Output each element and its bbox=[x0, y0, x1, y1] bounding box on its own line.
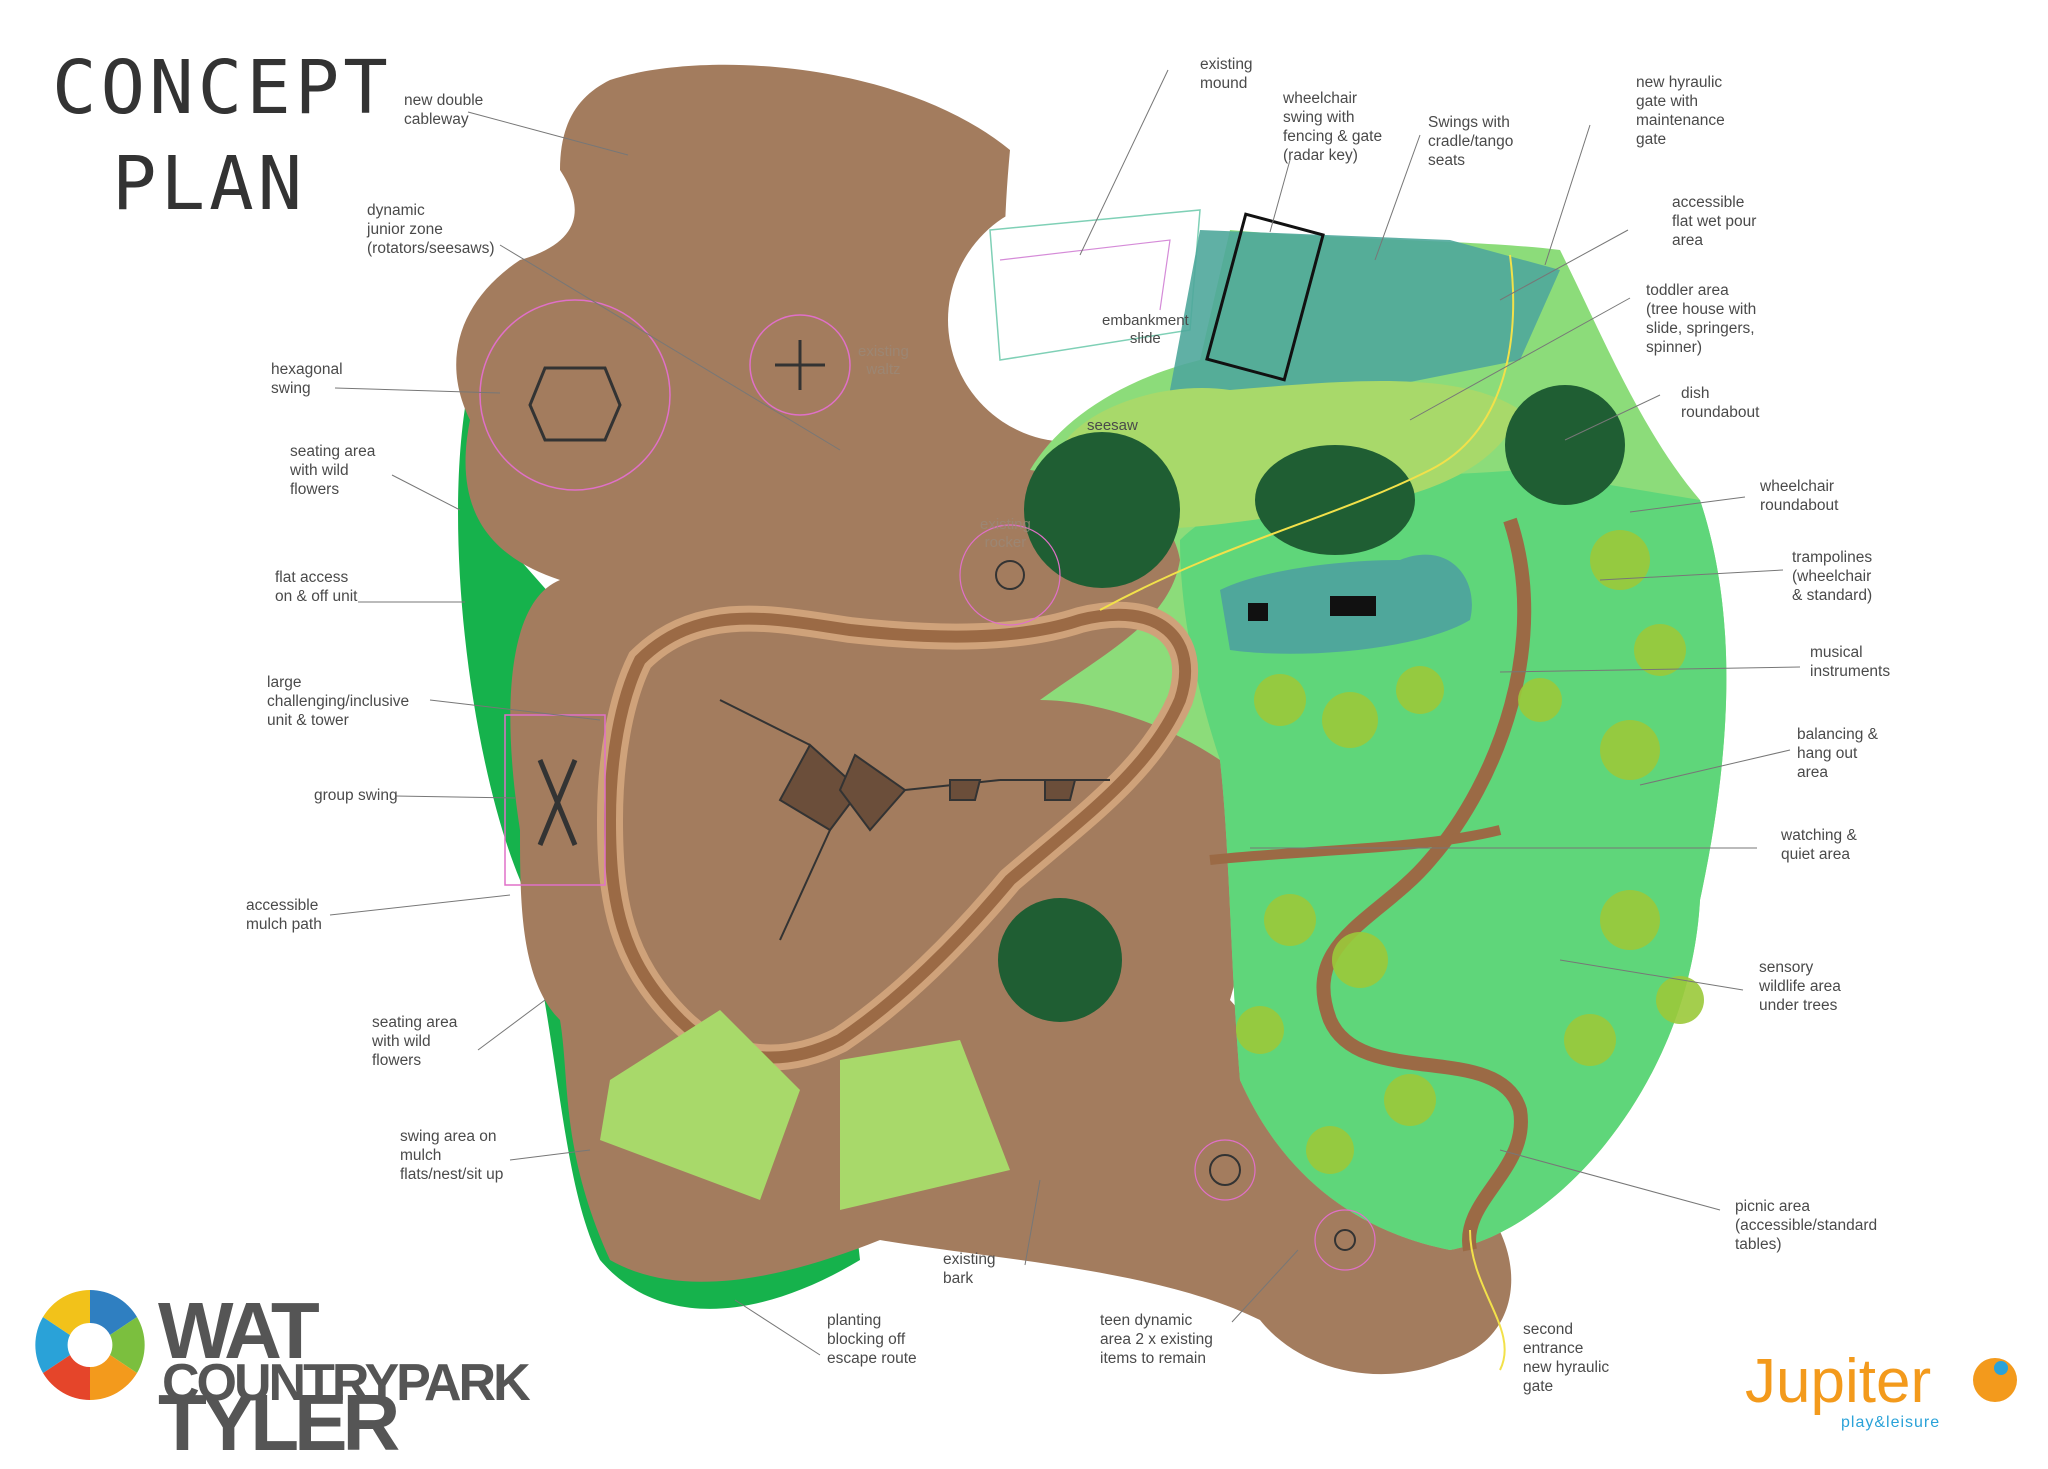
label-teen-dynamic: teen dynamic area 2 x existing items to … bbox=[1100, 1312, 1213, 1367]
label-junior-zone: dynamic junior zone (rotators/seesaws) bbox=[367, 202, 495, 257]
label-flat-access: flat access on & off unit bbox=[275, 569, 358, 605]
label-existing-waltz: existing waltz bbox=[858, 343, 909, 378]
title-line-2: PLAN bbox=[112, 141, 307, 227]
title-line-1: CONCEPT bbox=[52, 45, 392, 131]
leader-lines bbox=[329, 69, 1801, 1356]
label-hyraulic-gate: new hyraulic gate with maintenance gate bbox=[1636, 74, 1725, 148]
label-wheelchair-swing: wheelchair swing with fencing & gate (ra… bbox=[1283, 90, 1383, 164]
wat-tyler-logo: WAT TYLER COUNTRYPARK bbox=[30, 1285, 531, 1467]
label-swings-cradle: Swings with cradle/tango seats bbox=[1428, 114, 1514, 169]
label-watching-quiet: watching & quiet area bbox=[1781, 827, 1857, 863]
label-existing-rocker: existing rocker bbox=[980, 516, 1031, 551]
large-unit bbox=[719, 699, 1110, 941]
label-toddler-area: toddler area (tree house with slide, spr… bbox=[1646, 282, 1757, 356]
label-picnic-area: picnic area (accessible/standard tables) bbox=[1735, 1198, 1878, 1253]
swing-mulch-zone bbox=[600, 1010, 800, 1200]
jupiter-tagline: play&leisure bbox=[1841, 1414, 1941, 1431]
label-wheelchair-roundabout: wheelchair roundabout bbox=[1760, 478, 1839, 514]
label-seating-wild-1: seating area with wild flowers bbox=[290, 443, 376, 498]
label-group-swing: group swing bbox=[314, 787, 398, 804]
brand-line-2: COUNTRYPARK bbox=[162, 1354, 531, 1412]
tree bbox=[1505, 385, 1625, 505]
label-large-unit: large challenging/inclusive unit & tower bbox=[267, 674, 410, 729]
jupiter-wordmark: Jupiter bbox=[1745, 1347, 1932, 1416]
wat-tyler-swirl-icon bbox=[35, 1290, 145, 1400]
label-second-entrance: second entrance new hyraulic gate bbox=[1523, 1321, 1610, 1395]
concept-plan-title: CONCEPT PLAN bbox=[52, 40, 392, 232]
swing-mulch-zone bbox=[840, 1040, 1010, 1210]
jupiter-logo: Jupiter play&leisure bbox=[1745, 1347, 2035, 1431]
label-existing-bark: existing bark bbox=[943, 1251, 996, 1287]
label-trampolines: trampolines (wheelchair & standard) bbox=[1792, 549, 1873, 604]
label-wet-pour: accessible flat wet pour area bbox=[1672, 194, 1757, 249]
label-sensory-wildlife: sensory wildlife area under trees bbox=[1759, 959, 1841, 1014]
label-planting: planting blocking off escape route bbox=[827, 1312, 917, 1367]
label-mulch-path: accessible mulch path bbox=[246, 897, 322, 933]
jupiter-planet-icon bbox=[1973, 1358, 2017, 1402]
tree bbox=[1255, 445, 1415, 555]
label-dish-roundabout: dish roundabout bbox=[1681, 385, 1760, 421]
wet-pour bbox=[1170, 230, 1560, 414]
label-embankment-slide: embankment slide bbox=[1102, 312, 1189, 347]
label-hexagonal-swing: hexagonal swing bbox=[271, 361, 343, 397]
label-cableway: new double cableway bbox=[404, 92, 484, 128]
label-balancing: balancing & hang out area bbox=[1797, 726, 1879, 781]
label-swing-mulch: swing area on mulch flats/nest/sit up bbox=[400, 1128, 504, 1183]
label-seesaw: seesaw bbox=[1087, 417, 1138, 434]
label-musical-instruments: musical instruments bbox=[1810, 644, 1891, 680]
label-seating-wild-2: seating area with wild flowers bbox=[372, 1014, 458, 1069]
tree bbox=[998, 898, 1122, 1022]
label-existing-mound: existing mound bbox=[1200, 56, 1253, 92]
tree bbox=[1024, 432, 1180, 588]
